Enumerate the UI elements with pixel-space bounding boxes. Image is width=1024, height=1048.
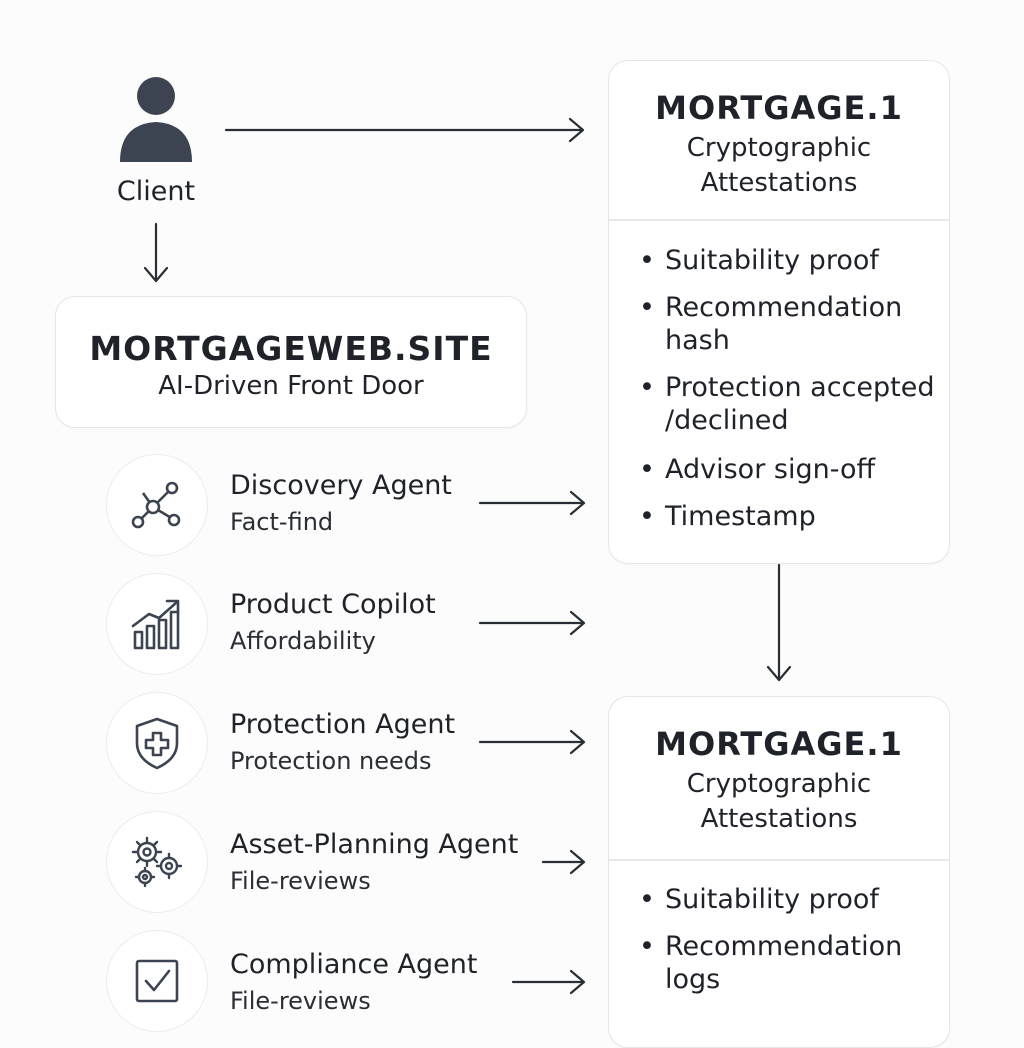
attestation-top-item: • Advisor sign-off (639, 454, 876, 485)
agent-icon-circle-discovery (106, 454, 208, 556)
attestation-bottom-subtitle-2: Attestations (700, 804, 858, 834)
agent-title-product: Product Copilot (230, 589, 436, 620)
agent-title-asset-planning: Asset-Planning Agent (230, 829, 519, 860)
checkbox-icon (135, 959, 179, 1003)
attestation-top-subtitle-2: Attestations (700, 168, 858, 198)
shield-plus-icon (135, 717, 179, 770)
attestation-top-item: • Protection accepted/declined (639, 372, 935, 436)
attestation-bottom-subtitle-1: Cryptographic (686, 769, 872, 799)
agent-subtitle-discovery: Fact-find (230, 508, 334, 536)
agent-icon-circle-protection (106, 692, 208, 794)
agent-subtitle-asset-planning: File-reviews (230, 867, 371, 895)
client-node (110, 72, 202, 222)
attestation-bottom-item: • Suitability proof (639, 884, 879, 915)
front-door-title: MORTGAGEWEB.SITE (89, 329, 493, 368)
front-door-subtitle: AI-Driven Front Door (158, 371, 424, 401)
attestation-bottom-divider (609, 859, 949, 861)
agent-subtitle-protection: Protection needs (230, 747, 432, 775)
agent-icon-circle-compliance (106, 930, 208, 1032)
agent-subtitle-compliance: File-reviews (230, 987, 371, 1015)
agent-title-protection: Protection Agent (230, 709, 456, 740)
attestation-card-bottom: MORTGAGE.1 Cryptographic Attestations • … (608, 696, 950, 1048)
front-door-card: MORTGAGEWEB.SITE AI-Driven Front Door (55, 296, 527, 428)
arrow-client-to-front-door (143, 222, 169, 283)
agent-icon-circle-product (106, 573, 208, 675)
attestation-top-subtitle-1: Cryptographic (686, 133, 872, 163)
client-label: Client (116, 176, 196, 207)
attestation-top-divider (609, 219, 949, 221)
person-icon (120, 77, 192, 162)
connector-arrows (143, 117, 792, 995)
agent-subtitle-product: Affordability (230, 627, 376, 655)
attestation-card-top: MORTGAGE.1 Cryptographic Attestations • … (608, 60, 950, 564)
agent-icon-circle-asset-planning (106, 811, 208, 913)
attestation-bottom-title: MORTGAGE.1 (655, 725, 903, 763)
gears-icon (131, 836, 183, 888)
attestation-top-title: MORTGAGE.1 (655, 89, 903, 127)
arrow-protection-agent (478, 729, 586, 755)
arrow-compliance-agent (511, 969, 586, 995)
agent-title-discovery: Discovery Agent (230, 470, 452, 501)
attestation-top-item: • Suitability proof (639, 245, 879, 276)
arrow-discovery-agent (478, 490, 586, 516)
growth-chart-icon (131, 599, 180, 650)
arrow-asset-planning-agent (541, 849, 586, 875)
attestation-top-item: • Timestamp (639, 501, 816, 532)
arrow-client-to-attestation (224, 117, 585, 143)
arrow-product-copilot (478, 610, 586, 636)
network-nodes-icon (131, 481, 181, 529)
arrow-attestation-down (766, 563, 792, 682)
agent-title-compliance: Compliance Agent (230, 949, 478, 980)
